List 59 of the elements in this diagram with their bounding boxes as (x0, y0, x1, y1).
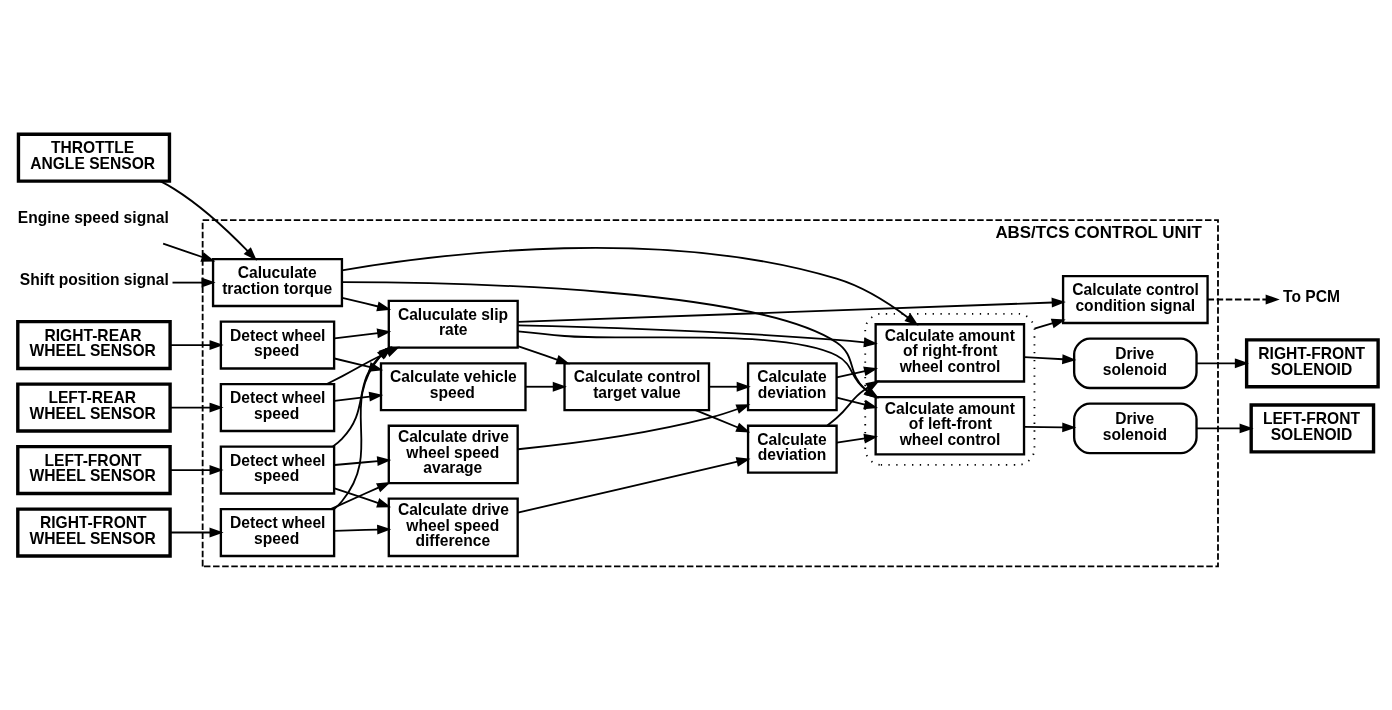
node-box: Calculate amount of right-front wheel control (874, 322, 1026, 383)
node-box: Calculate drive wheel speed avarage (387, 424, 519, 484)
arrow (1206, 294, 1280, 304)
arrow (517, 403, 751, 450)
arrow (169, 527, 224, 537)
node-box: LEFT-REAR WHEEL SENSOR (16, 381, 172, 433)
arrow (171, 277, 216, 288)
node-box: Detect wheel speed (219, 507, 336, 557)
node-box: LEFT-FRONT SOLENOID (1249, 402, 1376, 453)
node-box: Caluculate traction torque (211, 257, 344, 307)
node-box: Calculate control target value (563, 361, 711, 411)
arrow (162, 242, 216, 262)
node-text: Shift position signal (19, 270, 169, 288)
arrow (516, 297, 1066, 323)
node-box: RIGHT-REAR WHEEL SENSOR (16, 319, 172, 370)
node-box: LEFT-FRONT WHEEL SENSOR (16, 444, 172, 495)
node-box: Calculate deviation (746, 361, 838, 411)
node-box: RIGHT-FRONT WHEEL SENSOR (16, 506, 172, 558)
arrow (333, 487, 392, 507)
arrow (333, 391, 384, 402)
node-box: Calculate drive wheel speed difference (387, 497, 519, 557)
arrow (1023, 421, 1077, 432)
node-box: Calculate vehicle speed (379, 361, 527, 411)
node-box: Detect wheel speed (219, 320, 336, 370)
arrow (1023, 353, 1077, 364)
arrow (159, 179, 257, 261)
arrow (1033, 318, 1066, 329)
arrow (835, 396, 878, 409)
node-box: RIGHT-FRONT SOLENOID (1244, 337, 1380, 388)
node-box: Drive solenoid (1073, 402, 1198, 454)
arrow (333, 327, 392, 339)
arrow (169, 339, 224, 350)
arrow (333, 524, 392, 534)
arrow (516, 456, 751, 514)
arrow (835, 366, 879, 378)
arrow (835, 433, 879, 444)
arrow (169, 464, 224, 475)
node-box: THROTTLE ANGLE SENSOR (16, 132, 172, 183)
arrow (169, 402, 224, 412)
node-box: Calculate deviation (746, 424, 838, 474)
arrow (333, 455, 392, 466)
node-box: Calculate control condition signal (1061, 274, 1209, 324)
arrow (1195, 422, 1254, 433)
node-text: To PCM (1283, 287, 1341, 305)
arrow (516, 323, 878, 347)
arrow (1195, 357, 1249, 368)
arrow (516, 344, 571, 364)
arrow (708, 381, 751, 392)
arrow (329, 481, 391, 510)
arrow (524, 381, 567, 392)
node-box: Calculate amount of left-front wheel control (874, 395, 1026, 456)
node-box: Drive solenoid (1073, 336, 1198, 389)
node-box: Detect wheel speed (219, 382, 336, 432)
arrow (341, 246, 919, 326)
node-text: Engine speed signal (17, 208, 169, 226)
node-box: Detect wheel speed (219, 444, 336, 495)
arrow (341, 296, 392, 311)
arrow (694, 408, 751, 433)
node-box: Caluculate slip rate (387, 299, 519, 349)
